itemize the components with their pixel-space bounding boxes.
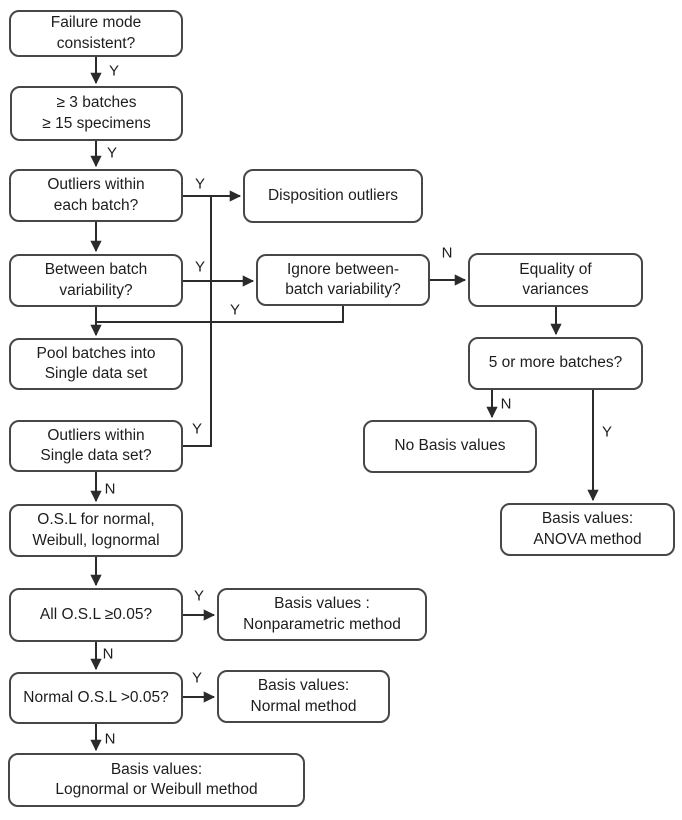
edge-label-five-yes: Y [601, 423, 613, 441]
node-batches: ≥ 3 batches ≥ 15 specimens [10, 86, 183, 141]
node-disposition-outliers: Disposition outliers [243, 169, 423, 223]
edge-label-outliers-batch-yes: Y [194, 175, 206, 193]
node-basis-anova: Basis values: ANOVA method [500, 503, 675, 556]
edge-label-all-osl-yes: Y [193, 587, 205, 605]
edge-label-ignore-no: N [441, 244, 453, 262]
node-basis-lognormal-weibull: Basis values: Lognormal or Weibull metho… [8, 753, 305, 807]
node-pool-batches: Pool batches into Single data set [9, 338, 183, 390]
node-no-basis-values: No Basis values [363, 420, 537, 473]
node-five-or-more-batches: 5 or more batches? [468, 337, 643, 390]
node-basis-normal-method: Basis values: Normal method [217, 670, 390, 723]
node-all-osl: All O.S.L ≥0.05? [9, 588, 183, 642]
node-outliers-each-batch: Outliers within each batch? [9, 169, 183, 222]
edge-label-five-no: N [500, 395, 512, 413]
node-normal-osl: Normal O.S.L >0.05? [9, 672, 183, 724]
edge-ignore-yes-merge [96, 306, 344, 323]
edge-label-between-yes: Y [194, 258, 206, 276]
node-basis-nonparametric: Basis values : Nonparametric method [217, 588, 427, 641]
edge-label-all-osl-no: N [102, 645, 114, 663]
edge-label-outliers-single-no: N [104, 480, 116, 498]
edge-label-ignore-yes: Y [229, 301, 241, 319]
edge-label-failure-yes: Y [108, 62, 120, 80]
node-ignore-between-batch: Ignore between- batch variability? [256, 254, 430, 306]
edge-label-normal-osl-yes: Y [191, 669, 203, 687]
edge-label-outliers-single-yes: Y [191, 420, 203, 438]
node-outliers-single-set: Outliers within Single data set? [9, 420, 183, 472]
node-equality-of-variances: Equality of variances [468, 253, 643, 307]
node-failure-mode: Failure mode consistent? [9, 10, 183, 57]
edge-outliers-single-yes-up [183, 196, 212, 447]
edge-label-batches-yes: Y [106, 144, 118, 162]
node-osl-normal-weibull-lognormal: O.S.L for normal, Weibull, lognormal [9, 504, 183, 557]
node-between-batch-variability: Between batch variability? [9, 254, 183, 307]
edge-label-normal-osl-no: N [104, 730, 116, 748]
